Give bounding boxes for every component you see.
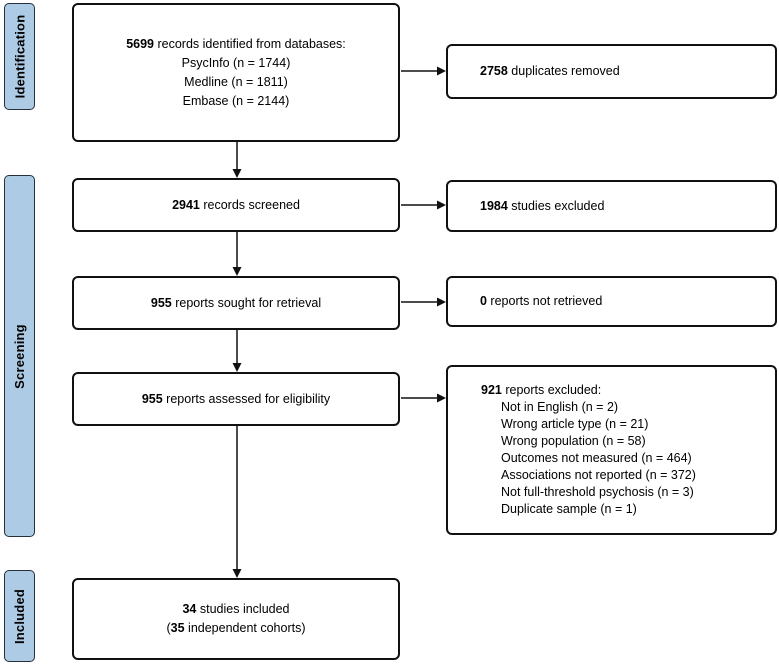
- exclusion-reason-wrong-article-type: Wrong article type (n = 21): [501, 417, 649, 431]
- records-screened-count: 2941: [172, 197, 200, 212]
- exclusion-reason-duplicate-sample: Duplicate sample (n = 1): [501, 502, 637, 516]
- arrowhead-sought-to-assessed: [232, 363, 242, 372]
- duplicates-removed-count: 2758: [480, 64, 508, 78]
- cohorts-open-paren: (: [166, 621, 171, 635]
- reports-not-retrieved-text: reports not retrieved: [486, 294, 603, 308]
- exclusion-reason-wrong-population: Wrong population (n = 58): [501, 434, 646, 448]
- records-identified-count: 5699: [126, 36, 155, 51]
- reports-excluded-count: 921: [481, 383, 502, 397]
- cohorts-text: independent cohorts): [184, 621, 306, 635]
- source-medline: Medline (n = 1811): [184, 74, 288, 89]
- box-records-identified: 5699 records identified from databases: …: [72, 3, 400, 142]
- stage-label-included: Included: [12, 588, 27, 644]
- stage-label-identification: Identification: [12, 14, 28, 99]
- reports-sought-text: reports sought for retrieval: [171, 295, 322, 310]
- reports-not-retrieved-headline: 0 reports not retrieved: [480, 293, 775, 310]
- exclusion-reason-associations-not-reported: Associations not reported (n = 372): [501, 468, 696, 482]
- studies-excluded-count: 1984: [480, 198, 508, 213]
- reports-sought-headline: 955 reports sought for retrieval: [151, 294, 321, 313]
- reports-excluded-text: reports excluded:: [501, 383, 602, 397]
- box-reports-not-retrieved: 0 reports not retrieved: [446, 276, 777, 327]
- records-identified-headline: 5699 records identified from databases:: [126, 35, 346, 54]
- arrowhead-to-not-retrieved: [437, 297, 446, 307]
- stage-bar-identification: Identification: [4, 3, 35, 110]
- source-embase: Embase (n = 2144): [182, 93, 290, 108]
- box-duplicates-removed: 2758 duplicates removed: [446, 44, 777, 99]
- reports-sought-count: 955: [150, 295, 172, 310]
- records-identified-text: records identified from databases:: [154, 36, 346, 51]
- stage-bar-included: Included: [4, 570, 35, 662]
- stage-bar-screening: Screening: [4, 175, 35, 537]
- duplicates-removed-text: duplicates removed: [507, 64, 620, 78]
- stage-label-screening: Screening: [12, 323, 27, 389]
- reports-not-retrieved-count: 0: [480, 294, 487, 308]
- arrowhead-screened-to-sought: [232, 267, 242, 276]
- exclusion-reason-not-in-english: Not in English (n = 2): [501, 400, 619, 414]
- source-psycinfo: PsycInfo (n = 1744): [181, 55, 291, 70]
- studies-excluded-headline: 1984 studies excluded: [480, 198, 775, 215]
- studies-included-text: studies included: [196, 602, 290, 616]
- reports-assessed-count: 955: [141, 391, 163, 406]
- reports-assessed-text: reports assessed for eligibility: [162, 391, 331, 406]
- box-reports-excluded: 921 reports excluded: Not in English (n …: [446, 365, 777, 535]
- arrowhead-assessed-to-included: [232, 569, 242, 578]
- arrowhead-to-studies-excluded: [437, 200, 446, 210]
- box-studies-excluded: 1984 studies excluded: [446, 180, 777, 232]
- reports-excluded-headline: 921 reports excluded:: [481, 382, 775, 399]
- exclusion-reason-not-full-threshold: Not full-threshold psychosis (n = 3): [501, 485, 694, 499]
- reports-assessed-headline: 955 reports assessed for eligibility: [142, 390, 330, 409]
- cohorts-count: 35: [170, 621, 185, 635]
- arrowhead-to-duplicates-removed: [437, 66, 446, 76]
- exclusion-reason-outcomes-not-measured: Outcomes not measured (n = 464): [501, 451, 692, 465]
- records-screened-text: records screened: [199, 197, 300, 212]
- studies-included-count: 34: [182, 602, 197, 616]
- studies-excluded-text: studies excluded: [507, 198, 605, 213]
- arrowhead-to-reports-excluded: [437, 393, 446, 403]
- box-studies-included: 34 studies included (35 independent coho…: [72, 578, 400, 660]
- box-records-screened: 2941 records screened: [72, 178, 400, 232]
- duplicates-removed-headline: 2758 duplicates removed: [480, 63, 775, 80]
- studies-included-headline: 34 studies included: [182, 600, 289, 619]
- records-screened-headline: 2941 records screened: [172, 196, 300, 215]
- arrowhead-identified-to-screened: [232, 169, 242, 178]
- box-reports-assessed: 955 reports assessed for eligibility: [72, 372, 400, 426]
- cohorts-line: (35 independent cohorts): [167, 619, 306, 638]
- box-reports-sought: 955 reports sought for retrieval: [72, 276, 400, 330]
